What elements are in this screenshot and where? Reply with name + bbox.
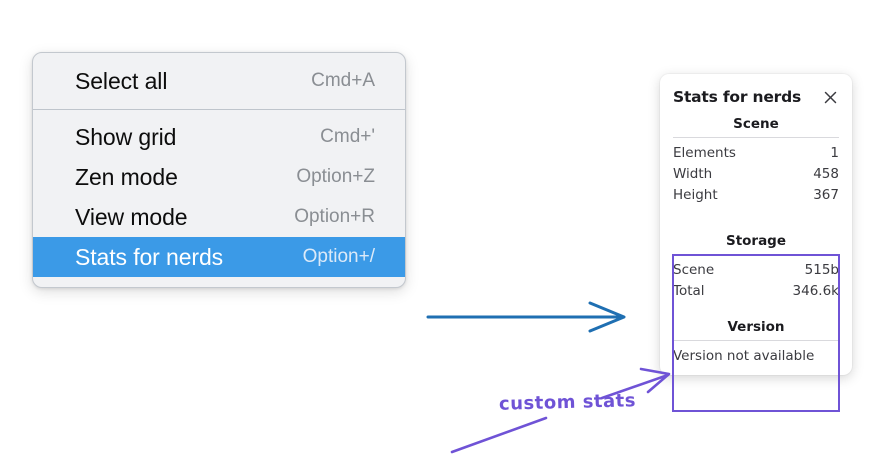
stats-row-value: 1 bbox=[830, 144, 839, 161]
divider bbox=[673, 254, 839, 255]
menu-item-shortcut: Option+Z bbox=[296, 166, 375, 187]
menu-group-1: Select all Cmd+A bbox=[33, 53, 405, 109]
stats-row-key: Scene bbox=[673, 261, 715, 278]
stats-row-value: 458 bbox=[813, 165, 839, 182]
menu-item-shortcut: Cmd+' bbox=[320, 126, 375, 147]
stats-row: Elements 1 bbox=[673, 142, 839, 163]
menu-separator bbox=[33, 109, 405, 110]
stats-row-value: 367 bbox=[813, 186, 839, 203]
stats-row-key: Total bbox=[673, 282, 705, 299]
menu-item-select-all[interactable]: Select all Cmd+A bbox=[33, 61, 405, 101]
stats-panel-title: Stats for nerds bbox=[673, 88, 802, 106]
menu-item-shortcut: Option+/ bbox=[302, 246, 375, 267]
menu-item-shortcut: Option+R bbox=[294, 206, 375, 227]
stats-row-value: 346.6k bbox=[792, 282, 839, 299]
menu-item-view-mode[interactable]: View mode Option+R bbox=[33, 197, 405, 237]
stats-section-version: Version Version not available bbox=[660, 313, 852, 365]
stats-section-title: Scene bbox=[733, 116, 779, 132]
purple-underline-stroke bbox=[450, 416, 548, 454]
stats-row: Width 458 bbox=[673, 163, 839, 184]
stats-row: Scene 515b bbox=[673, 259, 839, 280]
menu-item-label: View mode bbox=[75, 203, 188, 230]
menu-item-show-grid[interactable]: Show grid Cmd+' bbox=[33, 117, 405, 157]
version-note: Version not available bbox=[673, 348, 815, 364]
stats-section-title: Version bbox=[727, 319, 785, 335]
stats-for-nerds-panel: Stats for nerds Scene Elements 1 Width 4… bbox=[660, 74, 852, 375]
menu-item-shortcut: Cmd+A bbox=[311, 70, 375, 91]
menu-group-2: Show grid Cmd+' Zen mode Option+Z View m… bbox=[33, 110, 405, 287]
blue-arrow-icon bbox=[426, 301, 626, 333]
stats-section-scene: Scene Elements 1 Width 458 Height 367 bbox=[660, 110, 852, 205]
close-icon[interactable] bbox=[821, 88, 839, 106]
stats-row-key: Elements bbox=[673, 144, 736, 161]
menu-item-zen-mode[interactable]: Zen mode Option+Z bbox=[33, 157, 405, 197]
menu-item-stats-for-nerds[interactable]: Stats for nerds Option+/ bbox=[33, 237, 405, 277]
menu-item-label: Zen mode bbox=[75, 163, 178, 190]
menu-item-label: Stats for nerds bbox=[75, 243, 224, 270]
stats-panel-header: Stats for nerds bbox=[660, 74, 852, 110]
stats-section-title: Storage bbox=[725, 233, 787, 249]
stats-row-value: 515b bbox=[804, 261, 839, 278]
stats-row: Total 346.6k bbox=[673, 280, 839, 301]
stats-row-key: Width bbox=[673, 165, 713, 182]
custom-stats-annotation-label: custom stats bbox=[498, 390, 637, 415]
stats-row: Height 367 bbox=[673, 184, 839, 205]
context-menu[interactable]: Select all Cmd+A Show grid Cmd+' Zen mod… bbox=[32, 52, 406, 288]
stats-row-key: Height bbox=[673, 186, 718, 203]
menu-item-label: Select all bbox=[75, 67, 168, 94]
stats-section-storage: Storage Scene 515b Total 346.6k bbox=[660, 227, 852, 301]
divider bbox=[673, 137, 839, 138]
menu-item-label: Show grid bbox=[75, 123, 177, 150]
divider bbox=[673, 340, 839, 341]
